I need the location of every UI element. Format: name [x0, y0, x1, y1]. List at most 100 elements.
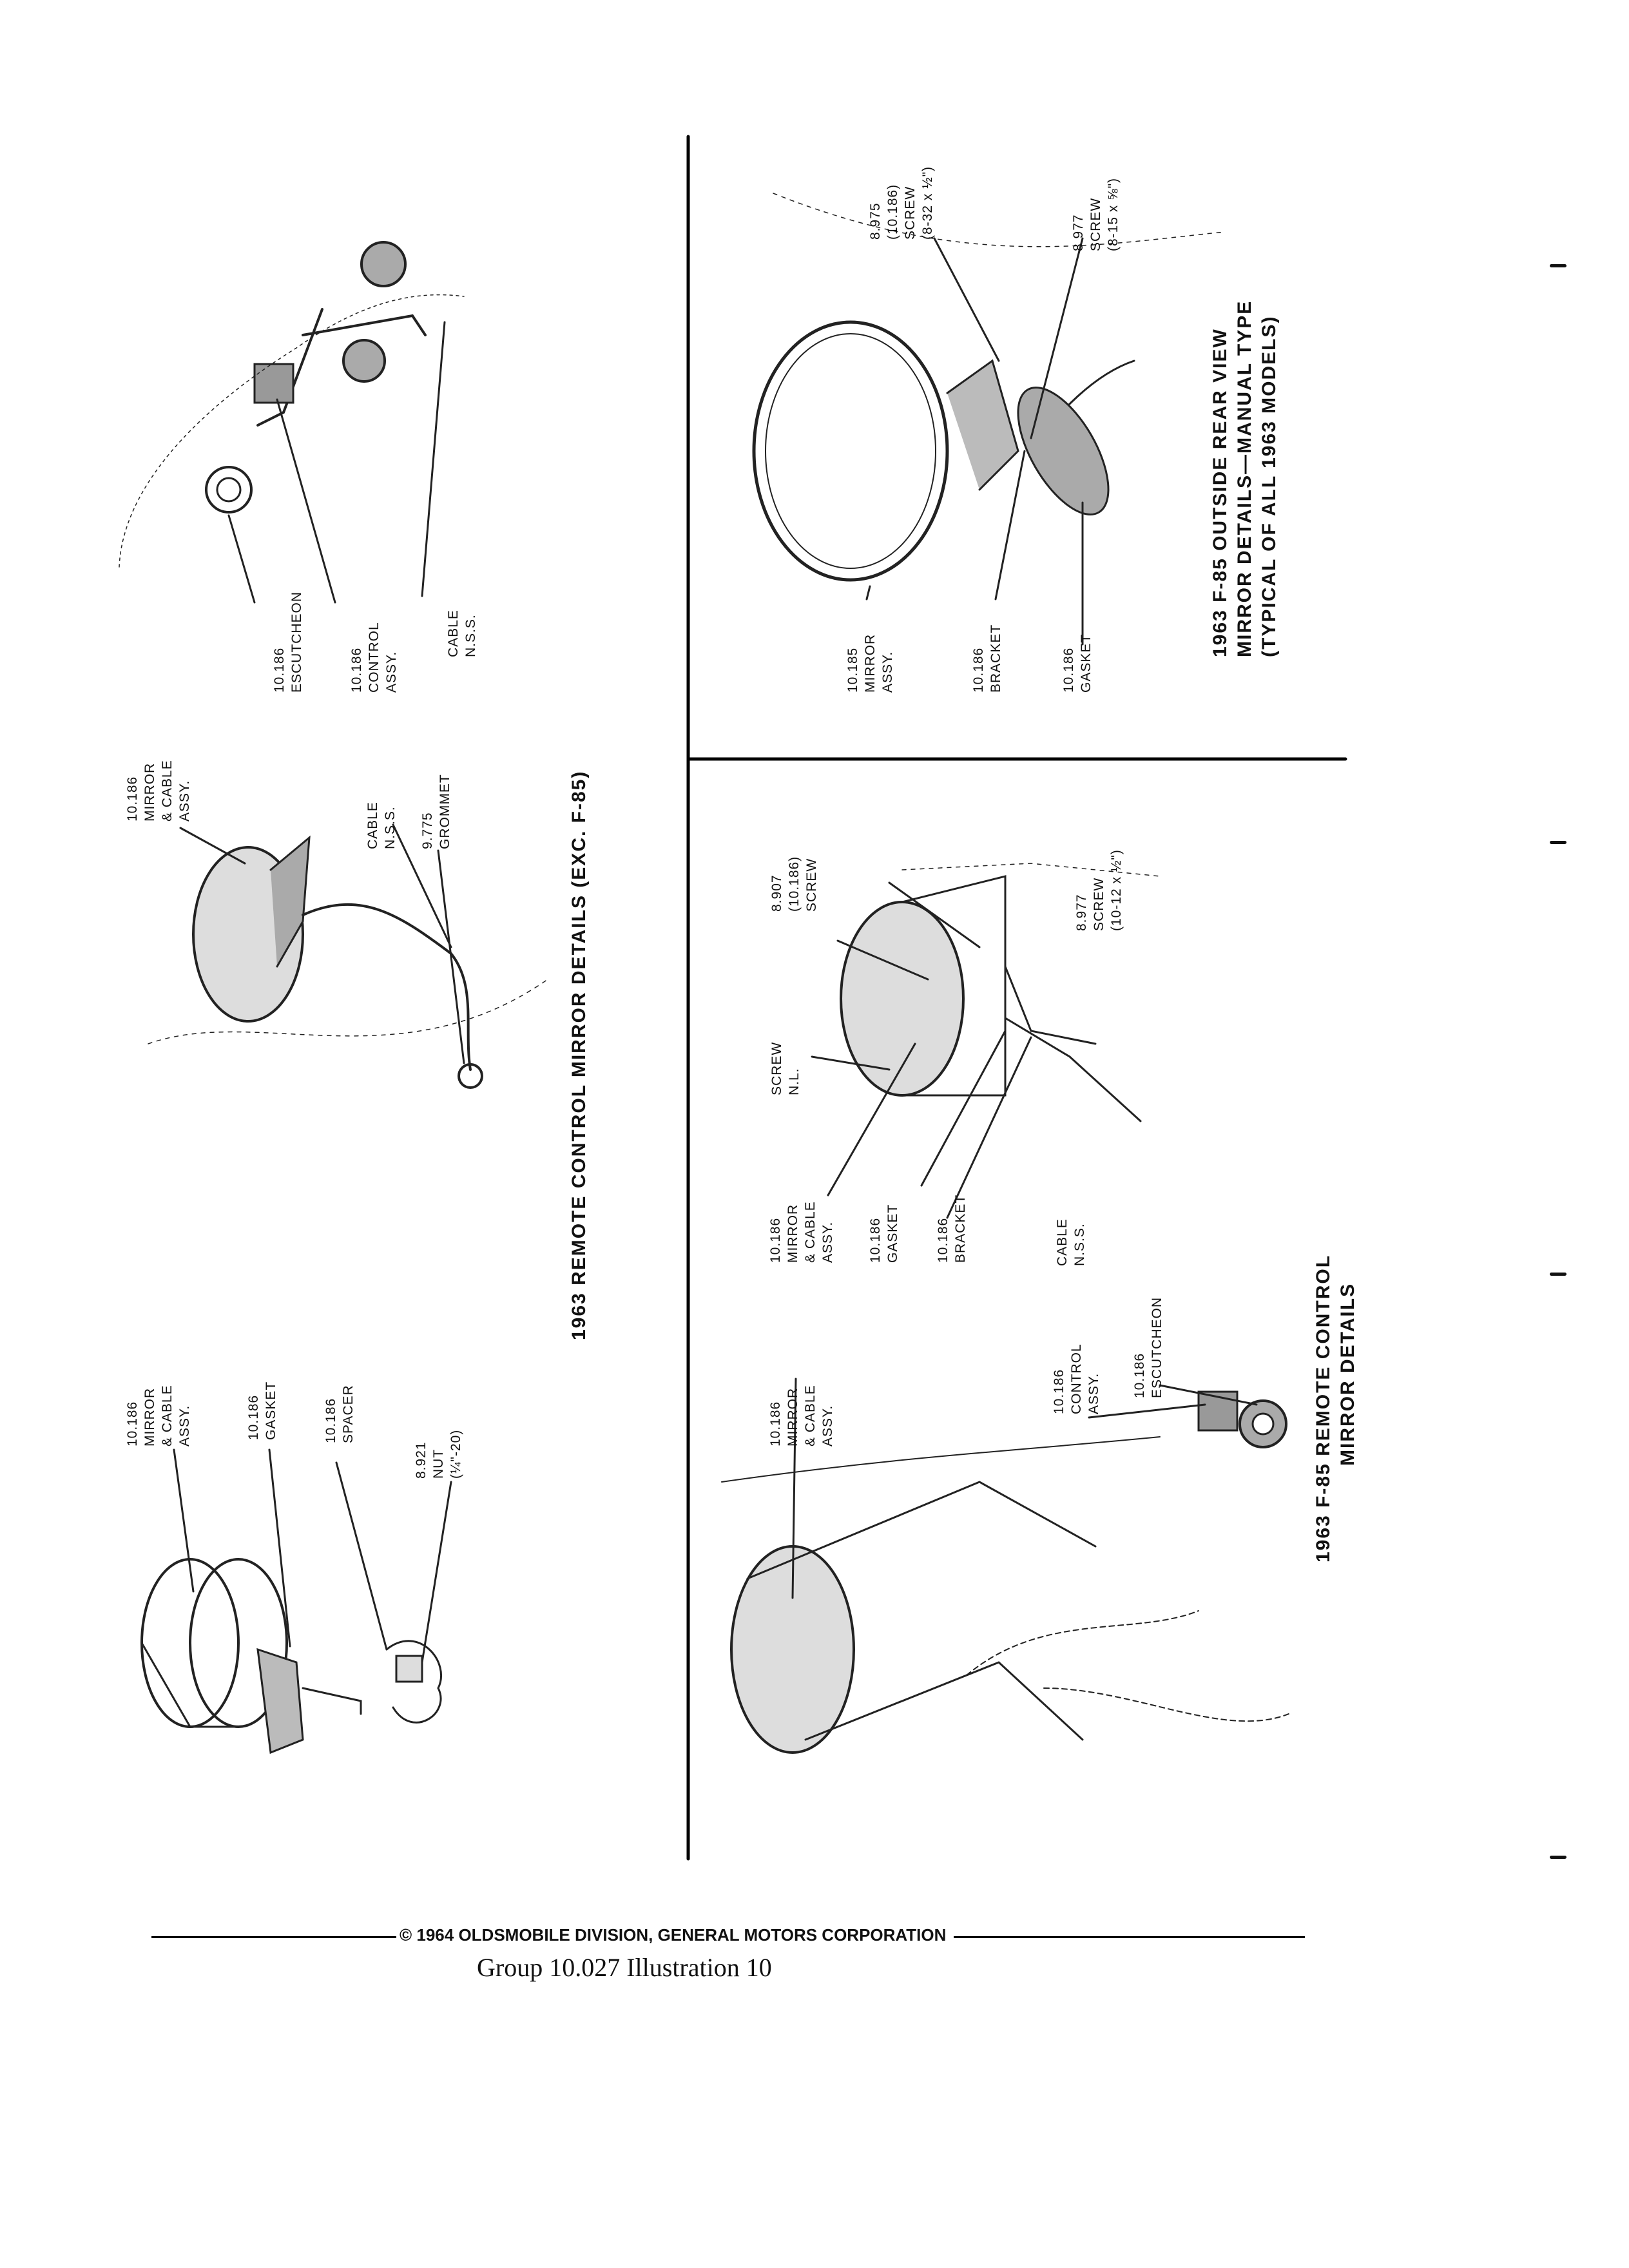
callout-screw-8977-remote: 8.977 SCREW (10-12 x ½") — [1073, 849, 1125, 931]
callout-line: 10.186 — [246, 1394, 261, 1440]
callout-mirror-cable-assy-mid: 10.186 MIRROR & CABLE ASSY. — [124, 760, 193, 822]
footer-rule-right — [954, 1936, 1305, 1938]
callout-line: MIRROR — [142, 1387, 157, 1446]
callout-line: ESCUTCHEON — [289, 591, 304, 693]
title-f85-outside-line2: MIRROR DETAILS—MANUAL TYPE — [1234, 300, 1255, 657]
callout-line: 10.186 — [1061, 647, 1076, 693]
callout-line: (8-32 x ½") — [920, 166, 935, 240]
callout-line: (10.186) — [787, 856, 802, 912]
callout-line: 9.775 — [420, 812, 435, 849]
margin-tick-4 — [1550, 1856, 1566, 1859]
mirror-assembly-sketch-left — [140, 1448, 452, 1754]
callout-line: CABLE — [446, 610, 461, 657]
callout-line: CONTROL — [367, 622, 381, 693]
title-f85-remote-line2: MIRROR DETAILS — [1337, 1282, 1358, 1466]
callout-line: MIRROR — [786, 1387, 800, 1446]
callout-control-assy-lower: 10.186 CONTROL ASSY. — [1050, 1343, 1103, 1414]
callout-line: 10.186 — [1132, 1352, 1147, 1398]
callout-line: N.S.S. — [463, 614, 478, 657]
callout-line: BRACKET — [988, 624, 1003, 693]
callout-line: CABLE — [365, 802, 380, 849]
callout-line: ESCUTCHEON — [1150, 1296, 1164, 1398]
callout-line: 10.186 — [125, 776, 140, 822]
callout-line: ASSY. — [177, 1405, 192, 1446]
callout-gasket-upper: 10.186 GASKET — [867, 1204, 901, 1263]
callout-line: 10.186 — [971, 647, 986, 693]
callout-control-assy-right: 10.186 CONTROL ASSY. — [348, 622, 400, 693]
callout-bracket-upper: 10.186 BRACKET — [934, 1195, 969, 1263]
callout-cable-nss-upper: CABLE N.S.S. — [1054, 1218, 1088, 1266]
callout-mirror-cable-assy-lower: 10.186 MIRROR & CABLE ASSY. — [767, 1385, 836, 1446]
callout-mirror-assy-outside: 10.185 MIRROR ASSY. — [844, 634, 896, 693]
callout-line: GASKET — [264, 1381, 278, 1440]
callout-line: & CABLE — [803, 1385, 818, 1446]
callout-mirror-cable-assy-left: 10.186 MIRROR & CABLE ASSY. — [124, 1385, 193, 1446]
margin-tick-3 — [1550, 1273, 1566, 1276]
callout-line: SCREW — [1092, 877, 1106, 931]
callout-line: 8.921 — [414, 1441, 429, 1479]
callout-line: 10.186 — [349, 647, 364, 693]
callout-line: SCREW — [769, 1041, 784, 1095]
callout-gasket-outside: 10.186 GASKET — [1060, 634, 1095, 693]
callout-line: 8.977 — [1071, 214, 1086, 251]
callout-gasket-left: 10.186 GASKET — [245, 1381, 280, 1440]
callout-line: 10.185 — [845, 647, 860, 693]
title-f85-outside-line1: 1963 F-85 OUTSIDE REAR VIEW — [1210, 328, 1231, 657]
group-illustration-ref: Group 10.027 Illustration 10 — [477, 1953, 772, 1982]
f85-outside-sketch — [752, 193, 1225, 646]
callout-nut-left: 8.921 NUT (¼"-20) — [412, 1430, 465, 1479]
callout-screw-8977-outside: 8.977 SCREW (8-15 x ⅝") — [1070, 178, 1122, 251]
callout-line: SPACER — [341, 1385, 356, 1443]
callout-spacer-left: 10.186 SPACER — [322, 1385, 357, 1443]
callout-line: SCREW — [1088, 197, 1103, 251]
callout-line: CONTROL — [1069, 1343, 1084, 1414]
margin-tick-2 — [1550, 841, 1566, 844]
callout-line: 10.186 — [272, 647, 287, 693]
callout-line: 10.186 — [868, 1217, 883, 1263]
callout-screw-8975: 8.975 (10.186) SCREW (8-32 x ½") — [867, 166, 936, 240]
callout-line: ASSY. — [1086, 1372, 1101, 1414]
callout-escutcheon-right: 10.186 ESCUTCHEON — [271, 591, 305, 693]
callout-line: N.S.S. — [383, 806, 398, 849]
callout-bracket-outside: 10.186 BRACKET — [970, 624, 1005, 693]
f85-remote-sketch-upper — [811, 863, 1161, 1219]
callout-cable-nss-right: CABLE N.S.S. — [445, 610, 479, 657]
callout-line: 10.186 — [768, 1401, 783, 1446]
mirror-cable-sketch-middle — [148, 823, 548, 1089]
callout-screw-nl: SCREW N.L. — [768, 1042, 803, 1095]
callout-grommet-mid: 9.775 GROMMET — [419, 774, 454, 849]
f85-remote-sketch-lower — [721, 1378, 1289, 1754]
callout-mirror-cable-assy-upper: 10.186 MIRROR & CABLE ASSY. — [767, 1201, 836, 1263]
title-f85-remote-control: 1963 F-85 REMOTE CONTROL MIRROR DETAILS — [1311, 1254, 1360, 1562]
callout-line: NUT — [431, 1448, 446, 1479]
callout-line: MIRROR — [142, 762, 157, 822]
callout-line: GASKET — [885, 1204, 900, 1263]
callout-line: 8.977 — [1074, 894, 1089, 931]
callout-line: ASSY. — [820, 1221, 835, 1263]
callout-line: MIRROR — [786, 1204, 800, 1263]
callout-line: BRACKET — [953, 1194, 968, 1263]
callout-line: (¼"-20) — [448, 1429, 463, 1479]
callout-escutcheon-lower: 10.186 ESCUTCHEON — [1131, 1297, 1166, 1398]
control-assembly-sketch-right — [119, 241, 465, 604]
copyright-credit: © 1964 OLDSMOBILE DIVISION, GENERAL MOTO… — [400, 1925, 947, 1945]
callout-line: & CABLE — [160, 760, 175, 822]
callout-line: ASSY. — [177, 780, 192, 822]
callout-line: (10-12 x ½") — [1109, 849, 1124, 931]
callout-line: 10.186 — [125, 1401, 140, 1446]
callout-line: GASKET — [1079, 633, 1094, 693]
callout-line: GROMMET — [438, 774, 452, 849]
callout-line: SCREW — [804, 858, 819, 912]
margin-tick-1 — [1550, 264, 1566, 267]
callout-line: ASSY. — [820, 1405, 835, 1446]
callout-line: 8.907 — [769, 874, 784, 912]
callout-line: 10.186 — [936, 1217, 950, 1263]
callout-line: & CABLE — [160, 1385, 175, 1446]
callout-line: 10.186 — [768, 1217, 783, 1263]
callout-line: 1963 REMOTE CONTROL MIRROR DETAILS (EXC.… — [568, 770, 590, 1340]
title-remote-control-exc-f85: 1963 REMOTE CONTROL MIRROR DETAILS (EXC.… — [567, 771, 592, 1340]
callout-line: ASSY. — [384, 651, 399, 693]
callout-line: & CABLE — [803, 1201, 818, 1263]
callout-line: N.S.S. — [1072, 1223, 1087, 1266]
